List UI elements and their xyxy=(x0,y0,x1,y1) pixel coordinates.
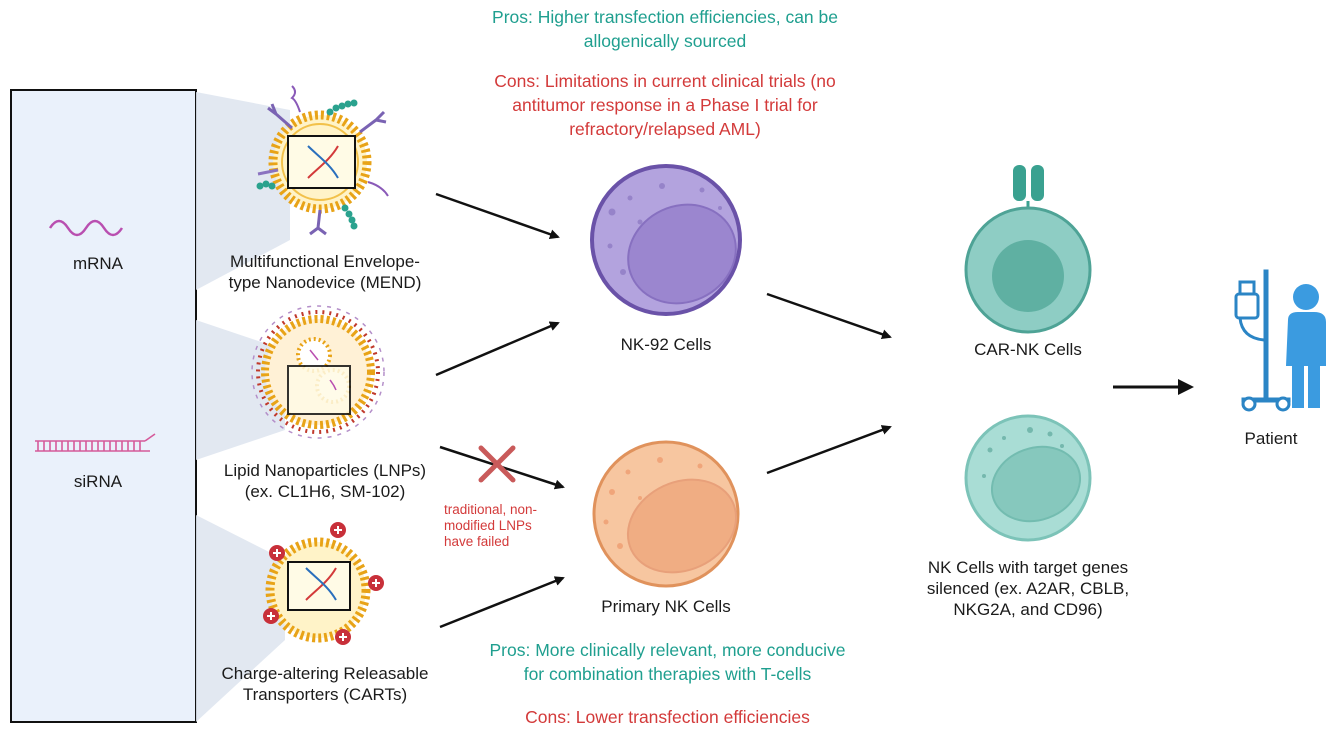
primary-nk-label: Primary NK Cells xyxy=(601,597,731,616)
lnp-label: Lipid Nanoparticles (LNPs) (ex. CL1H6, S… xyxy=(223,461,427,501)
nk92-label: NK-92 Cells xyxy=(620,335,712,354)
zoom-cone-lnp xyxy=(196,320,285,460)
sirna-label: siRNA xyxy=(73,472,123,491)
car-nk-cell xyxy=(964,165,1092,334)
cart-label: Charge-altering Releasable Transporters … xyxy=(221,664,429,704)
arrow-lnp-to-nk92 xyxy=(435,321,560,377)
car-nk-label: CAR-NK Cells xyxy=(974,340,1082,359)
arrow-mend-to-nk92 xyxy=(435,192,560,240)
zoom-cone-cart xyxy=(196,515,285,722)
primary-cons: Cons: Lower transfection efficiencies xyxy=(525,707,810,727)
person-icon xyxy=(1286,284,1326,408)
mend-label: Multifunctional Envelope- type Nanodevic… xyxy=(228,252,422,292)
silenced-nk-label: NK Cells with target genes silenced (ex.… xyxy=(926,558,1130,619)
mrna-icon xyxy=(48,219,124,237)
arrow-cart-to-primary xyxy=(439,576,565,629)
cart-particle xyxy=(263,522,384,645)
mrna-label: mRNA xyxy=(72,254,124,273)
primary-pros: Pros: More clinically relevant, more con… xyxy=(489,640,846,684)
silenced-nk-cell xyxy=(964,414,1092,542)
arrow-nk92-to-car xyxy=(766,292,892,340)
dna-icon xyxy=(307,145,339,179)
zoom-cone-mend xyxy=(196,92,290,290)
sirna-icon xyxy=(35,433,156,452)
iv-stand-icon xyxy=(1234,269,1291,412)
arrow-primary-to-silenced xyxy=(766,425,892,475)
nk92-cons: Cons: Limitations in current clinical tr… xyxy=(494,71,836,139)
primary-nk-cell xyxy=(592,440,740,588)
nk92-pros: Pros: Higher transfection efficiencies, … xyxy=(492,7,838,51)
plus-charge-icon xyxy=(263,522,384,645)
nucleic-acid-panel xyxy=(10,89,197,723)
nk92-cell xyxy=(590,164,742,316)
mend-particle xyxy=(256,85,389,236)
cross-icon xyxy=(478,445,516,483)
lnp-particle xyxy=(251,305,385,439)
patient-label: Patient xyxy=(1244,429,1298,448)
failure-note: traditional, non- modified LNPs have fai… xyxy=(444,502,538,549)
